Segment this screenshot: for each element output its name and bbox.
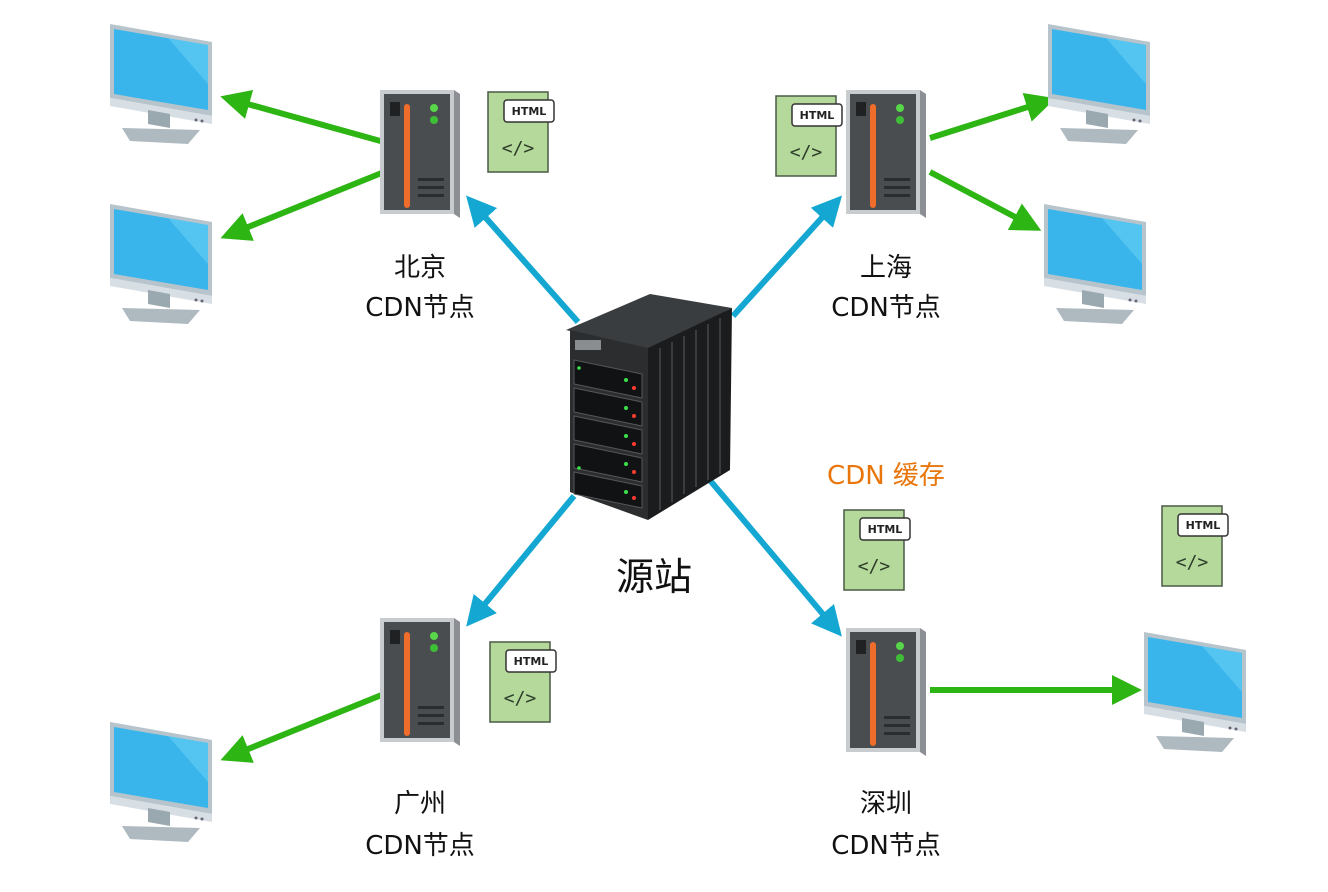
- cdn-server-icon: [846, 90, 926, 218]
- link-guangzhou-client: [220, 691, 386, 763]
- origin-label: 源站: [616, 555, 692, 599]
- code-glyph-icon: </>: [1176, 552, 1209, 573]
- html-doc-icon: HTML </>: [1161, 505, 1229, 587]
- client-monitor-icon: [110, 24, 212, 144]
- code-glyph-icon: </>: [502, 138, 535, 159]
- link-origin-shanghai: [730, 195, 843, 319]
- html-doc-icon: HTML </>: [775, 95, 843, 177]
- link-beijing-client-1: [220, 89, 385, 145]
- link-origin-beijing: [466, 195, 581, 324]
- client-monitor-icon: [1144, 632, 1246, 752]
- html-doc-icon: HTML </>: [487, 91, 555, 173]
- html-doc-icon: HTML </>: [489, 641, 557, 723]
- shenzhen-caption-label: CDN节点: [831, 831, 941, 861]
- shenzhen-city-label: 深圳: [860, 789, 912, 819]
- client-monitor-icon: [1048, 24, 1150, 144]
- link-shanghai-client-2: [928, 169, 1042, 231]
- client-links: [220, 89, 1142, 763]
- link-origin-shenzhen: [705, 476, 842, 637]
- beijing-city-label: 北京: [394, 253, 446, 283]
- origin-server-icon: [566, 294, 732, 520]
- html-docs: HTML </> HTML </> HTML </> HTML </> HTML </>: [487, 91, 1229, 723]
- shanghai-caption-label: CDN节点: [831, 293, 941, 323]
- link-shanghai-client-1: [929, 92, 1056, 141]
- html-tag-label: HTML: [514, 655, 549, 668]
- beijing-caption-label: CDN节点: [365, 293, 475, 323]
- cdn-cache-label: CDN 缓存: [827, 461, 945, 491]
- link-beijing-client-2: [220, 169, 386, 241]
- cdn-server-icon: [846, 628, 926, 756]
- code-glyph-icon: </>: [858, 556, 891, 577]
- shanghai-city-label: 上海: [860, 253, 912, 283]
- client-monitor-icon: [110, 722, 212, 842]
- client-monitor-icon: [110, 204, 212, 324]
- html-doc-icon: HTML </>: [843, 509, 911, 591]
- code-glyph-icon: </>: [790, 142, 823, 163]
- labels: 北京 CDN节点 上海 CDN节点 广州 CDN节点 深圳 CDN节点 源站 C…: [365, 253, 945, 861]
- html-tag-label: HTML: [800, 109, 835, 122]
- cdn-server-icon: [380, 618, 460, 746]
- guangzhou-caption-label: CDN节点: [365, 831, 475, 861]
- link-origin-guangzhou: [466, 494, 577, 627]
- html-tag-label: HTML: [868, 523, 903, 536]
- html-tag-label: HTML: [512, 105, 547, 118]
- origin-links: [466, 195, 843, 637]
- html-tag-label: HTML: [1186, 519, 1221, 532]
- guangzhou-city-label: 广州: [394, 789, 446, 819]
- code-glyph-icon: </>: [504, 688, 537, 709]
- client-monitor-icon: [1044, 204, 1146, 324]
- cdn-server-icon: [380, 90, 460, 218]
